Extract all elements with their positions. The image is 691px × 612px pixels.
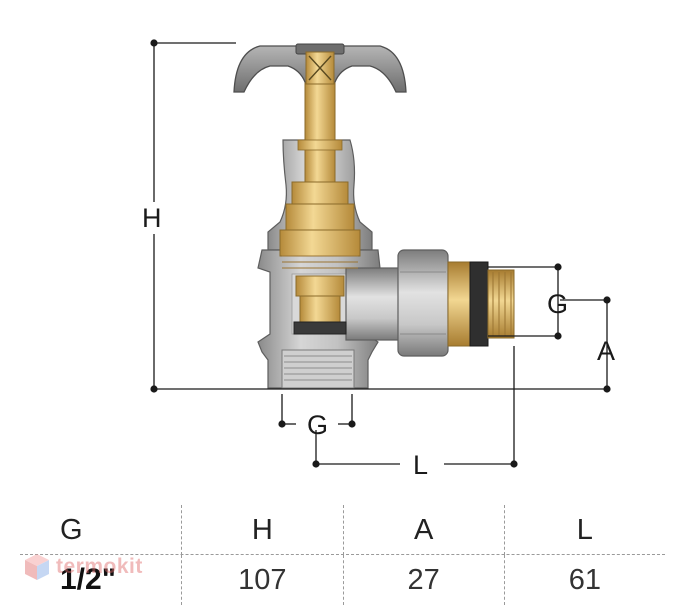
header-h: H bbox=[181, 505, 342, 555]
watermark-text: termokit bbox=[56, 555, 143, 578]
header-a: A bbox=[342, 505, 504, 555]
dimension-lines bbox=[153, 42, 608, 465]
cube-logo-icon bbox=[25, 554, 49, 580]
value-a: 27 bbox=[342, 555, 504, 605]
handwheel bbox=[233, 43, 407, 93]
value-h: 107 bbox=[181, 555, 342, 605]
header-l: L bbox=[503, 505, 665, 555]
dim-label-g-side: G bbox=[547, 289, 568, 319]
dim-label-l: L bbox=[413, 450, 428, 480]
valve-diagram: H G A G L bbox=[142, 39, 615, 480]
spec-table-row: 1/2" 107 27 61 bbox=[20, 555, 665, 605]
dim-label-a: A bbox=[597, 336, 615, 366]
union-connector bbox=[397, 249, 515, 357]
value-g: 1/2" bbox=[60, 563, 116, 596]
watermark: termokit bbox=[24, 549, 143, 585]
spec-table: G H A L 1/2" 107 27 61 bbox=[20, 505, 665, 605]
dim-label-g-bottom: G bbox=[307, 410, 328, 440]
valve-stem bbox=[279, 79, 361, 335]
dimension-endpoints bbox=[150, 39, 611, 468]
spec-table-header: G H A L bbox=[20, 505, 665, 555]
header-g: G bbox=[60, 513, 83, 546]
value-l: 61 bbox=[503, 555, 665, 605]
dim-label-h: H bbox=[142, 203, 162, 233]
